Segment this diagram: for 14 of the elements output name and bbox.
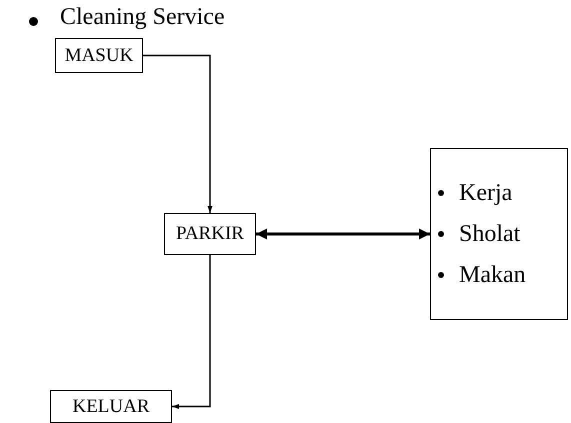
list-item: Sholat — [459, 220, 520, 246]
process-box — [164, 213, 256, 255]
arrow — [256, 228, 430, 240]
process-box — [55, 38, 143, 73]
list-item: Kerja — [459, 180, 512, 206]
title: Cleaning Service — [60, 4, 225, 31]
arrow — [172, 255, 211, 409]
box-label: MASUK — [64, 44, 134, 66]
box-label: KELUAR — [72, 396, 150, 418]
list-box — [430, 148, 568, 320]
box-label: PARKIR — [176, 223, 244, 245]
list-item: Makan — [459, 262, 526, 288]
arrow — [143, 54, 212, 213]
process-box — [50, 390, 172, 423]
